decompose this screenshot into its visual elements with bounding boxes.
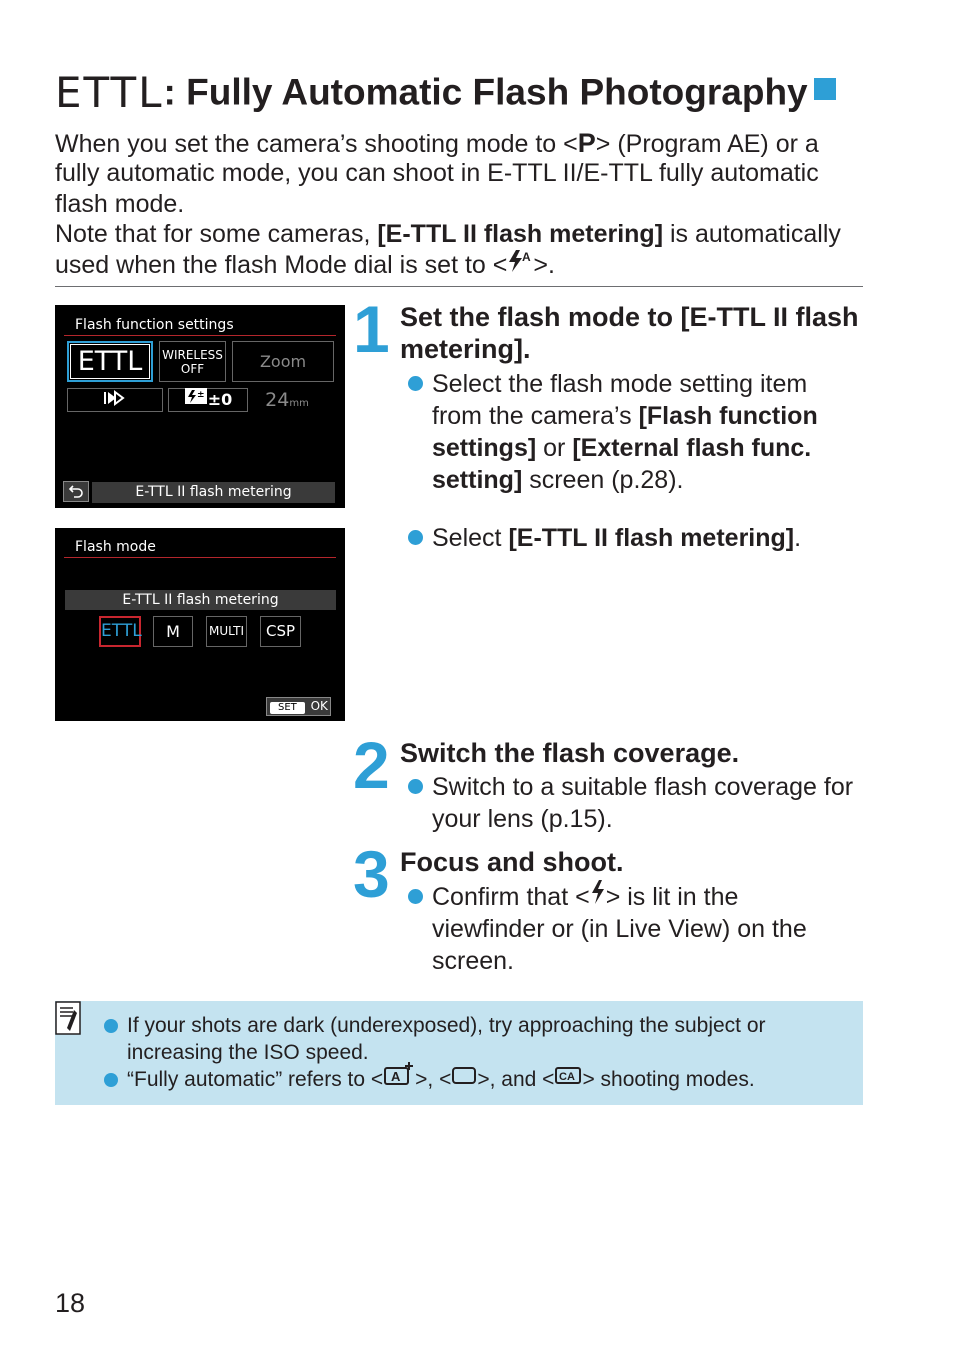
note-box: If your shots are dark (underexposed), t… bbox=[55, 1001, 863, 1105]
flash-function-settings-screen: Flash function settings ETTL WIRELESS OF… bbox=[55, 305, 345, 508]
screen-header: Flash mode bbox=[75, 539, 156, 555]
selected-mode-label: E-TTL II flash metering bbox=[65, 590, 336, 610]
step-2-heading: Switch the flash coverage. bbox=[400, 738, 740, 768]
step-3-bullet-line-3: screen. bbox=[432, 947, 514, 975]
scene-intelligent-auto-icon: A bbox=[383, 1061, 415, 1094]
step-number-2: 2 bbox=[353, 728, 390, 802]
intro-line-4: Note that for some cameras, [E-TTL II fl… bbox=[55, 220, 841, 248]
step-1-bullet-2: Select [E-TTL II flash metering]. bbox=[432, 524, 802, 552]
step-1-heading-line-2: metering]. bbox=[400, 334, 531, 364]
return-icon bbox=[68, 483, 84, 503]
step-number-1: 1 bbox=[353, 292, 390, 366]
bullet-dot bbox=[408, 530, 423, 545]
flash-mode-screen: Flash mode E-TTL II flash metering ETTL … bbox=[55, 528, 345, 721]
note-2: “Fully automatic” refers to < A >, < >, … bbox=[127, 1061, 755, 1094]
program-mode-icon: P bbox=[577, 128, 596, 158]
flash-ready-icon bbox=[590, 879, 606, 913]
mode-option-csp[interactable]: CSP bbox=[260, 616, 301, 647]
flash-mode-tile[interactable]: ETTL bbox=[67, 341, 153, 382]
mode-option-ettl[interactable]: ETTL bbox=[99, 616, 142, 647]
svg-text:A: A bbox=[522, 250, 531, 264]
step-1-heading-line-1: Set the flash mode to [E-TTL II flash bbox=[400, 302, 859, 332]
step-1-bullet-1-line-4: setting] screen (p.28). bbox=[432, 466, 684, 494]
back-button[interactable] bbox=[63, 481, 89, 502]
step-2-bullet-line-1: Switch to a suitable flash coverage for bbox=[432, 773, 854, 801]
step-1-bullet-1-line-1: Select the flash mode setting item bbox=[432, 370, 808, 398]
svg-text:±: ± bbox=[197, 390, 205, 400]
mode-option-multi[interactable]: MULTI bbox=[206, 616, 247, 647]
intro-line-2: fully automatic mode, you can shoot in E… bbox=[55, 159, 819, 187]
intro-line-5: used when the flash Mode dial is set to … bbox=[55, 249, 555, 281]
header-underline bbox=[64, 335, 336, 336]
step-1-bullet-1-line-2: from the camera’s [Flash function bbox=[432, 402, 818, 430]
title-text: : Fully Automatic Flash Photography bbox=[163, 71, 808, 113]
step-3-heading: Focus and shoot. bbox=[400, 847, 624, 877]
step-number-3: 3 bbox=[353, 837, 390, 911]
bullet-dot bbox=[408, 779, 423, 794]
mode-option-manual[interactable]: M bbox=[153, 616, 193, 647]
svg-text:A: A bbox=[391, 1069, 401, 1084]
wireless-tile[interactable]: WIRELESS OFF bbox=[159, 341, 226, 382]
shutter-sync-tile[interactable] bbox=[67, 388, 163, 412]
flash-compensation-icon: ± bbox=[184, 387, 208, 411]
flash-auto-icon: A bbox=[507, 249, 533, 281]
note-bullet-dot bbox=[104, 1073, 118, 1087]
ettl-title-icon: ETTL bbox=[55, 68, 164, 117]
intro-line-3: flash mode. bbox=[55, 190, 185, 218]
set-ok-button[interactable]: SET OK bbox=[266, 697, 331, 716]
page-title: ETTL: Fully Automatic Flash Photography bbox=[55, 68, 865, 118]
intro-line-1: When you set the camera’s shooting mode … bbox=[55, 128, 819, 158]
green-zone-icon bbox=[451, 1065, 477, 1092]
creative-auto-icon: CA bbox=[554, 1065, 582, 1092]
page-number: 18 bbox=[55, 1288, 86, 1318]
high-speed-sync-icon bbox=[102, 389, 128, 411]
divider bbox=[55, 286, 863, 287]
svg-text:CA: CA bbox=[559, 1071, 575, 1083]
flash-compensation-tile[interactable]: ± ±0 bbox=[168, 388, 248, 412]
bullet-dot bbox=[408, 889, 423, 904]
step-3-bullet-line-1: Confirm that < > is lit in the bbox=[432, 879, 738, 913]
current-flash-mode-label: E-TTL II flash metering bbox=[92, 482, 335, 503]
step-1-bullet-1-line-3: settings] or [External flash func. bbox=[432, 434, 812, 462]
step-2-bullet-line-2: your lens (p.15). bbox=[432, 805, 613, 833]
section-marker-icon bbox=[813, 78, 836, 100]
note-bullet-dot bbox=[104, 1019, 118, 1033]
step-3-bullet-line-2: viewfinder or (in Live View) on the bbox=[432, 915, 807, 943]
memo-icon bbox=[55, 1001, 81, 1040]
screen-header: Flash function settings bbox=[75, 317, 234, 333]
note-1-line-2: increasing the ISO speed. bbox=[127, 1041, 369, 1064]
note-1-line-1: If your shots are dark (underexposed), t… bbox=[127, 1014, 766, 1037]
bullet-dot bbox=[408, 376, 423, 391]
zoom-tile[interactable]: Zoom 24mm bbox=[232, 341, 334, 411]
header-underline bbox=[64, 557, 336, 558]
